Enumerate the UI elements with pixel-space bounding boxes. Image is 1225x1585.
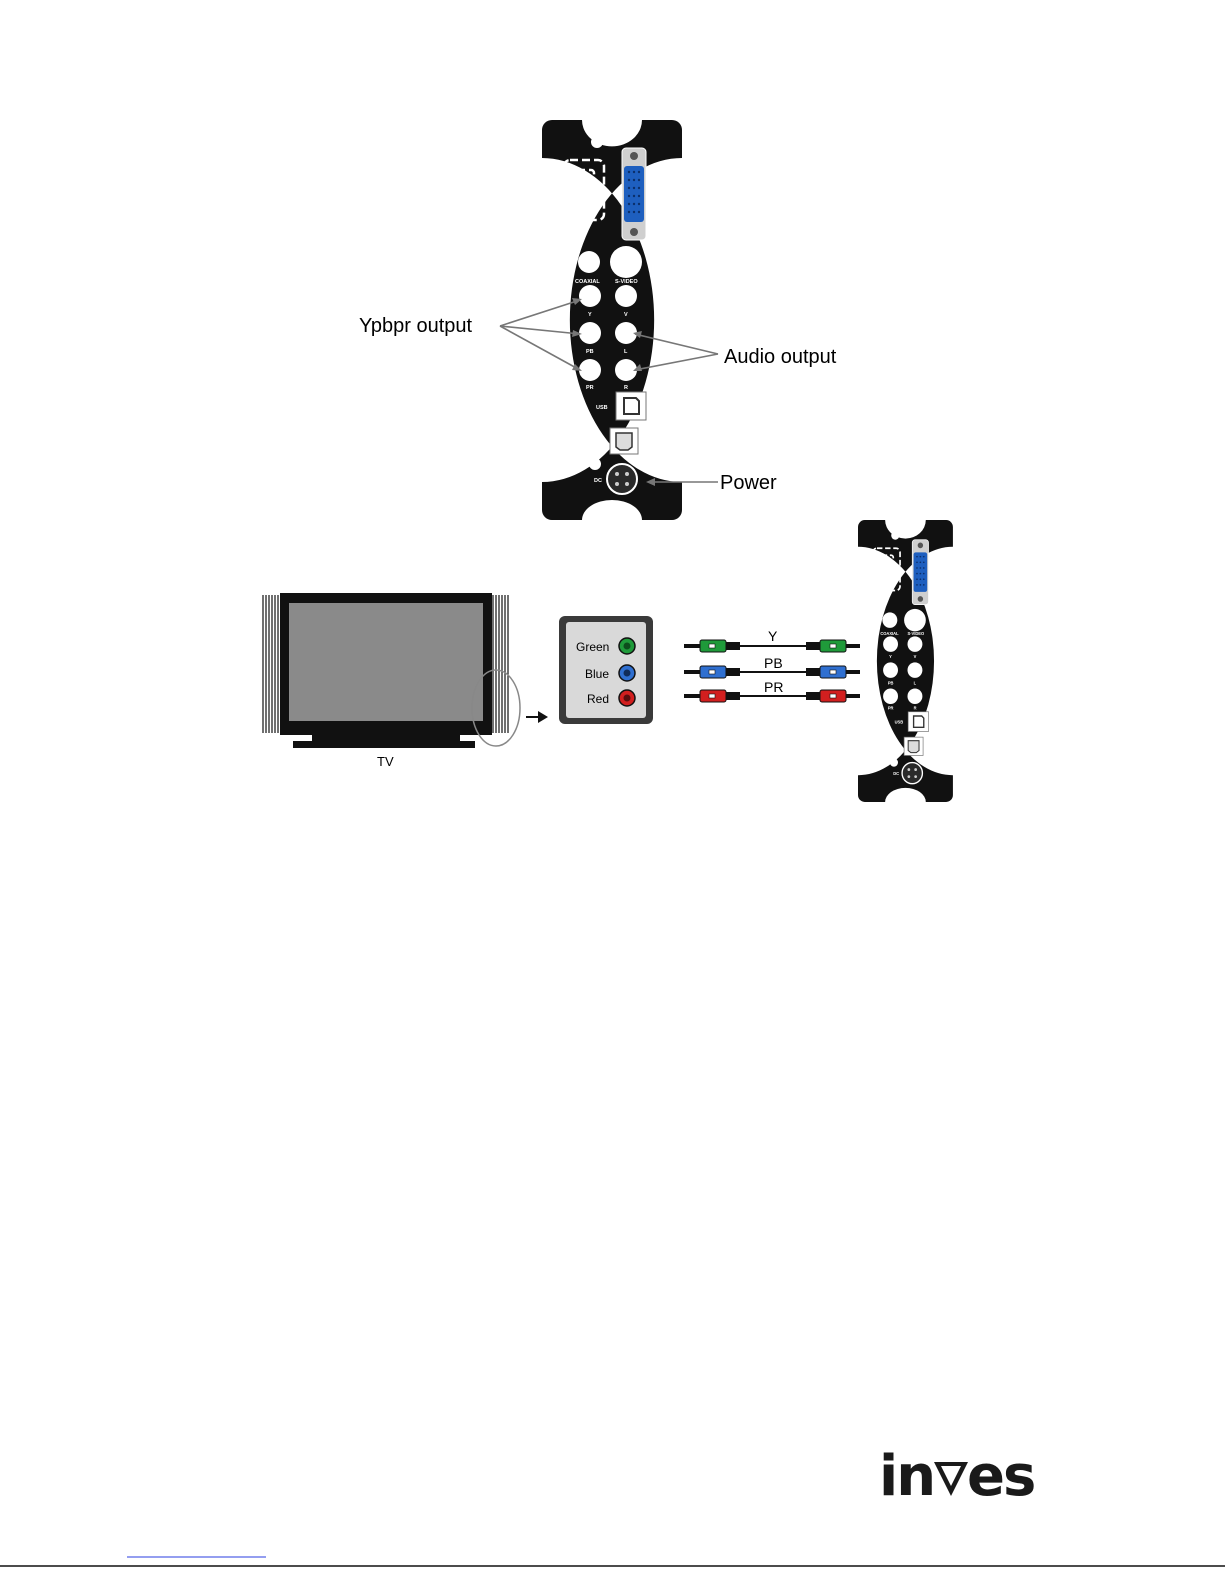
cable-pb-label: PB [764,655,783,671]
coaxial-label: COAXIAL [575,279,600,285]
green-jack-icon [619,638,635,654]
power-callout: Power [720,472,777,494]
vga-label: VGA [648,185,662,191]
svg-text:es: es [967,1444,1034,1509]
small-y-label: Y [889,654,892,659]
r-jack-label: R [624,385,628,391]
tv-illustration [263,593,520,748]
small-v-label: V [914,654,917,659]
red-jack-icon [619,690,635,706]
small-r-label: R [914,706,917,711]
small-pr-label: PR [888,706,894,711]
small-vga-label: VGA [930,565,939,570]
usb-label: USB [596,405,608,411]
red-input-label: Red [587,692,609,706]
blue-input-label: Blue [585,667,609,681]
device-rear-panel-large: VGA COAXIAL S-VIDEO Y V PB L PR R USB OP… [542,120,682,520]
device-rear-panel-small: VGA COAXIAL S-VIDEO Y V PB L PR R USB OP… [858,520,953,802]
audio-output-callout: Audio output [724,346,837,368]
small-dc-label: DC [893,771,899,776]
pb-jack-label: PB [586,349,594,355]
inves-logo: in es [879,1444,1034,1509]
zoom-arrow [526,711,548,723]
ypbpr-output-callout: Ypbpr output [359,315,472,337]
svg-text:in: in [879,1444,934,1509]
v-jack-label: V [624,312,628,318]
tv-label: TV [377,754,394,769]
pr-jack-label: PR [586,385,594,391]
small-pb-label: PB [888,680,894,685]
optical-label: OPTICAL [579,439,604,445]
small-coaxial-label: COAXIAL [880,631,899,636]
blue-jack-icon [619,665,635,681]
cable-y-label: Y [768,628,778,644]
green-input-label: Green [576,640,609,654]
small-usb-label: USB [895,720,904,725]
cable-pr-label: PR [764,679,783,695]
small-svideo-label: S-VIDEO [907,631,924,636]
svideo-label: S-VIDEO [615,279,638,285]
y-jack-label: Y [588,312,592,318]
small-optical-label: OPTICAL [883,744,901,749]
dc-label: DC [594,478,602,484]
